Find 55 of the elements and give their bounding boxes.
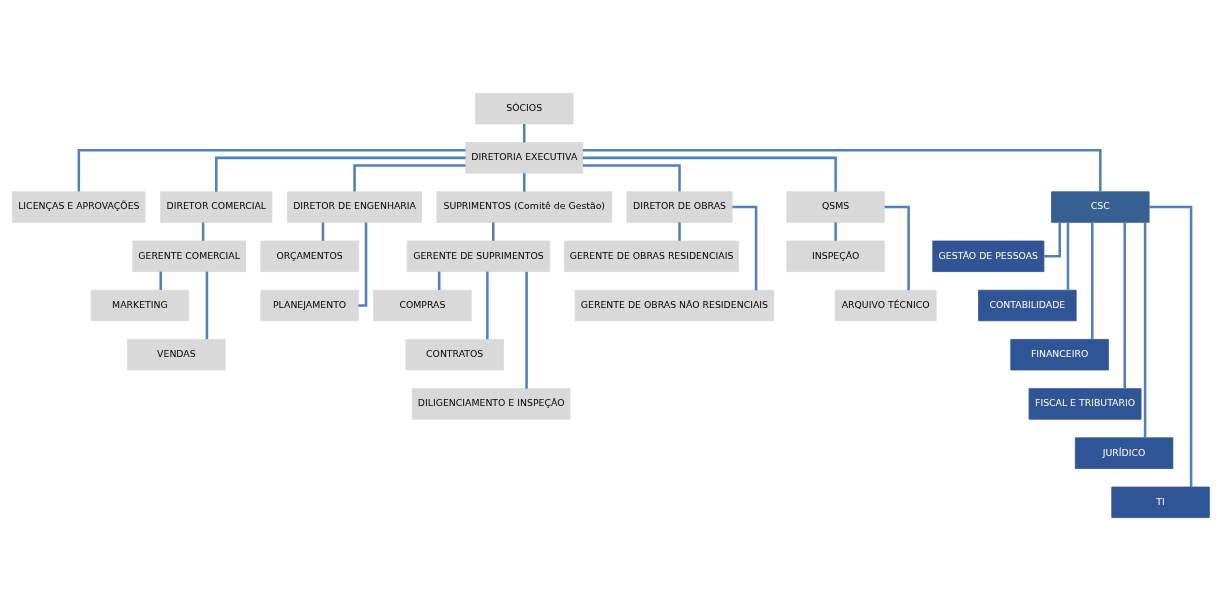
connector xyxy=(321,221,325,241)
connector xyxy=(159,271,162,290)
node-box: GERENTE COMERCIAL xyxy=(132,240,246,272)
node-box: INSPEÇÃO xyxy=(786,240,885,272)
node-box: ARQUIVO TÉCNICO xyxy=(834,289,937,321)
node-box: CONTRATOS xyxy=(405,338,504,370)
node-box: LICENÇAS E APROVAÇÕES xyxy=(12,190,146,223)
connector xyxy=(1149,205,1193,487)
connector xyxy=(1143,221,1147,438)
connector xyxy=(205,271,209,339)
node-box: DIRETOR DE OBRAS xyxy=(626,190,733,223)
node-box: DIRETORIA EXECUTIVA xyxy=(465,141,584,174)
connector xyxy=(582,163,681,192)
node-box: SÓCIOS xyxy=(475,92,574,124)
node-box: GERENTE DE OBRAS NÃO RESIDENCIAIS xyxy=(574,289,775,321)
node-box: GESTÃO DE PESSOAS xyxy=(932,240,1045,272)
node-box: JURÍDICO xyxy=(1074,436,1174,469)
node-box: SUPRIMENTOS (Comitê de Gestão) xyxy=(436,190,613,223)
connector xyxy=(582,156,837,192)
node-box: CSC xyxy=(1051,190,1150,223)
node-box: QSMS xyxy=(786,190,885,223)
connector xyxy=(492,221,495,241)
connector xyxy=(525,271,528,389)
connector xyxy=(732,205,758,290)
node-box: CONTABILIDADE xyxy=(978,289,1077,321)
connector xyxy=(1091,222,1094,339)
node-box: GERENTE DE OBRAS RESIDENCIAIS xyxy=(564,240,739,272)
node-box: TI xyxy=(1111,486,1210,518)
connector xyxy=(1123,222,1126,389)
connector xyxy=(201,221,205,241)
connector xyxy=(834,221,837,241)
node-box: GERENTE DE SUPRIMENTOS xyxy=(406,240,551,272)
connector xyxy=(358,221,368,307)
connector xyxy=(215,156,466,192)
connector xyxy=(522,172,526,192)
node-box: COMPRAS xyxy=(373,289,472,321)
node-box: PLANEJAMENTO xyxy=(260,289,359,321)
connector xyxy=(678,221,681,241)
connector xyxy=(884,205,910,290)
connector xyxy=(1044,221,1062,258)
connector xyxy=(582,148,1102,192)
node-box: MARKETING xyxy=(90,289,190,321)
connector xyxy=(437,271,441,290)
node-box: DILIGENCIAMENTO E INSPEÇÃO xyxy=(411,387,571,420)
connector xyxy=(522,123,526,142)
connector xyxy=(486,271,489,339)
node-box: ORÇAMENTOS xyxy=(260,240,359,272)
node-box: DIRETOR COMERCIAL xyxy=(160,190,273,223)
connector xyxy=(77,148,466,192)
node-box: FISCAL E TRIBUTARIO xyxy=(1028,387,1142,420)
node-box: DIRETOR DE ENGENHARIA xyxy=(287,190,422,223)
connector xyxy=(353,163,466,192)
node-box: FINANCEIRO xyxy=(1010,338,1109,370)
node-box: VENDAS xyxy=(127,338,226,370)
connector xyxy=(1066,221,1070,290)
